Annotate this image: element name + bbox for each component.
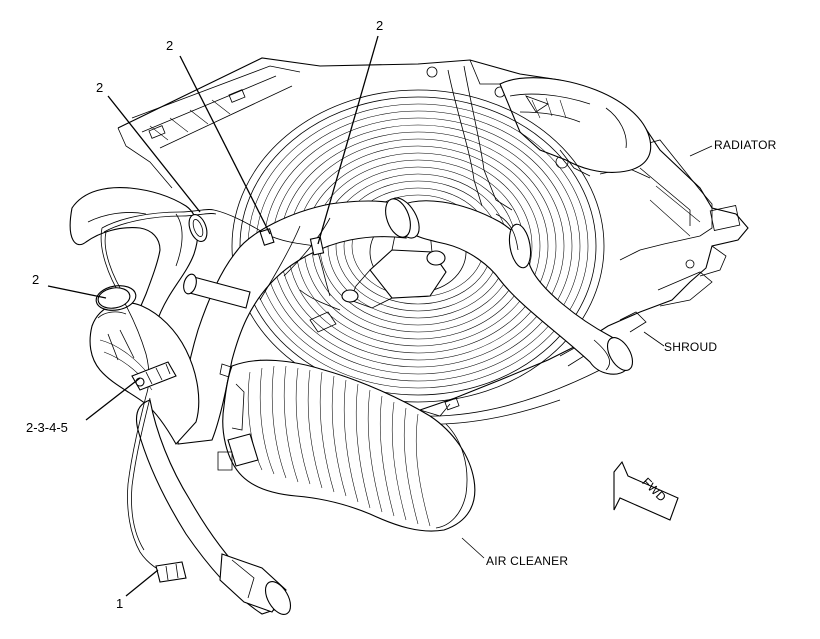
callout-2-top: 2 — [376, 18, 383, 33]
callout-2-3-4-5: 2-3-4-5 — [26, 420, 68, 435]
radiator-label: RADIATOR — [714, 138, 777, 152]
air-cleaner-duct — [217, 359, 476, 532]
air-cleaner-label: AIR CLEANER — [486, 554, 568, 568]
shroud-label: SHROUD — [664, 340, 717, 354]
intake-tube — [177, 198, 411, 445]
lower-pipe — [135, 399, 292, 615]
callout-2-left: 2 — [96, 80, 103, 95]
wiring-harness — [97, 209, 331, 583]
callout-2-upper: 2 — [166, 38, 173, 53]
fwd-arrow-icon: FWD — [613, 460, 679, 521]
callout-1: 1 — [116, 596, 123, 611]
callout-2-canister: 2 — [32, 272, 39, 287]
upper-tank — [447, 59, 652, 211]
leader-lines — [47, 35, 713, 597]
